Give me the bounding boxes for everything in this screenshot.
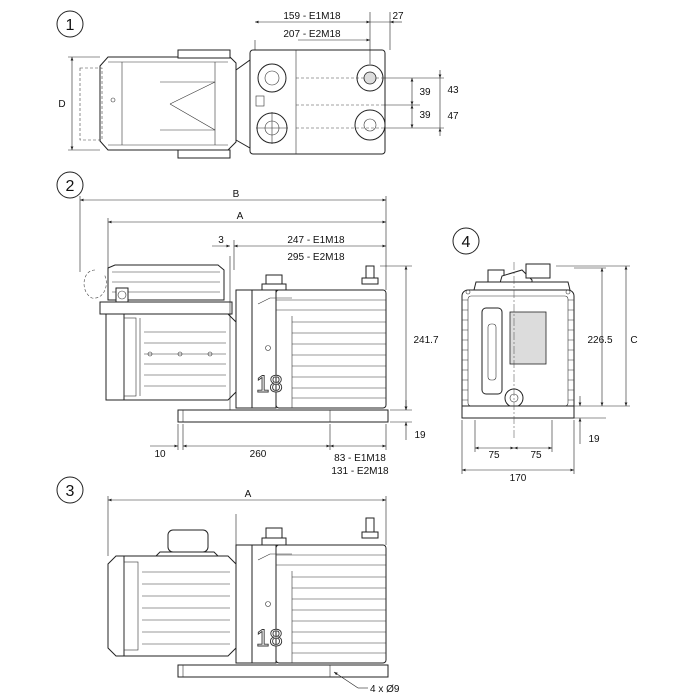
view-4-badge	[452, 227, 480, 255]
view-1-number: 1	[66, 17, 75, 34]
view-2-number: 2	[66, 178, 75, 195]
dim-170: 170	[510, 473, 527, 484]
view-2-side: 2	[56, 171, 439, 477]
dim-39-upper: 39	[419, 87, 431, 98]
dim-43: 43	[447, 85, 459, 96]
view-2-badge	[56, 171, 84, 199]
view-4-number: 4	[462, 234, 471, 251]
dim-241-7: 241.7	[413, 335, 438, 346]
view-4-end: 4 226.5 C	[452, 227, 638, 484]
dim-131-e2m18: 131 - E2M18	[331, 466, 389, 477]
dim-207-e2m18: 207 - E2M18	[283, 29, 341, 40]
dim-47: 47	[447, 111, 459, 122]
model-mark-18-view-3: 18	[256, 625, 283, 652]
view-2-dimensions: B A 3 247 - E1M18 295 - E2M18 241.7 19	[79, 189, 439, 477]
view-3-badge	[56, 476, 84, 504]
dim-d: D	[58, 99, 65, 110]
view-1-pump	[249, 49, 386, 155]
dim-159-e1m18: 159 - E1M18	[283, 11, 341, 22]
dim-39-lower: 39	[419, 110, 431, 121]
dim-295-e2m18: 295 - E2M18	[287, 252, 345, 263]
view-2-pump: 18	[177, 256, 389, 423]
view-4-dimensions: 226.5 C 19 75 75 170	[461, 265, 638, 484]
dim-19-view-4: 19	[588, 434, 600, 445]
dim-75-right: 75	[530, 450, 542, 461]
model-mark-18-view-2: 18	[256, 371, 283, 398]
dim-260: 260	[250, 449, 267, 460]
dim-10: 10	[154, 449, 166, 460]
view-1-dimensions: 159 - E1M18 207 - E2M18 27 39 39 43 47 D	[58, 11, 459, 151]
dim-27: 27	[392, 11, 404, 22]
dim-226-5: 226.5	[587, 335, 612, 346]
dim-a-view-3: A	[245, 489, 252, 500]
view-1-top: 1	[56, 10, 459, 159]
dim-4x-hole-9: 4 x Ø9	[370, 684, 400, 695]
view-4-pump	[461, 262, 575, 440]
view-2-motor	[83, 264, 237, 401]
view-3-side: 3 18	[56, 476, 400, 695]
view-3-motor	[107, 529, 237, 657]
dim-c: C	[630, 335, 637, 346]
dim-b: B	[233, 189, 240, 200]
dim-19-view-2: 19	[414, 430, 426, 441]
dim-247-e1m18: 247 - E1M18	[287, 235, 345, 246]
dim-a-view-2: A	[237, 211, 244, 222]
dim-75-left: 75	[488, 450, 500, 461]
view-1-badge	[56, 10, 84, 38]
view-3-dimensions: A 4 x Ø9	[107, 489, 400, 695]
dim-83-e1m18: 83 - E1M18	[334, 453, 386, 464]
view-1-motor	[79, 49, 251, 159]
dim-3: 3	[218, 235, 224, 246]
view-3-number: 3	[66, 483, 75, 500]
